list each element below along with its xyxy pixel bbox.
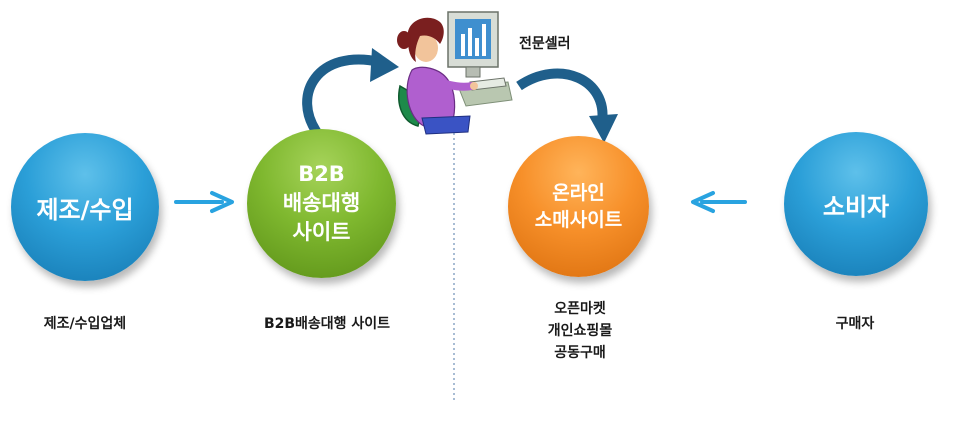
consumer-caption: 구매자 [775,313,935,335]
online-node-label-line2: 소매사이트 [534,208,623,231]
online-caption-line3: 공동구매 [554,345,606,361]
arrow-right [174,191,234,213]
b2b-node: B2B 배송대행 사이트 [247,129,396,278]
online-node-label-line1: 온라인 [552,181,605,204]
b2b-caption-line1: B2B배송대행 사이트 [263,316,391,332]
manufacturer-caption: 제조/수입업체 [0,313,170,335]
manufacturer-node-label: 제조/수입 [36,195,134,224]
expert-seller-label: 전문셀러 [519,36,571,52]
online-retail-node: 온라인 소매사이트 [508,136,649,277]
seller-at-computer-icon [397,11,513,135]
b2b-node-label-line2: 배송대행 [282,191,361,215]
online-caption: 오픈마켓 개인쇼핑몰 공동구매 [500,298,660,364]
b2b-node-label-line1: B2B [298,162,345,186]
curved-arrow-to-online [516,68,618,143]
consumer-caption-line1: 구매자 [835,316,875,332]
curved-arrow-to-seller [302,48,399,137]
consumer-node-label: 소비자 [822,192,890,221]
online-caption-line2: 개인쇼핑몰 [547,323,613,339]
b2b-caption: B2B배송대행 사이트 [227,313,427,335]
manufacturer-caption-line1: 제조/수입업체 [43,316,127,332]
consumer-node: 소비자 [784,132,928,276]
manufacturer-node: 제조/수입 [11,133,159,281]
online-caption-line1: 오픈마켓 [554,301,606,317]
b2b-node-label-line3: 사이트 [292,220,351,244]
arrow-left [691,191,747,213]
